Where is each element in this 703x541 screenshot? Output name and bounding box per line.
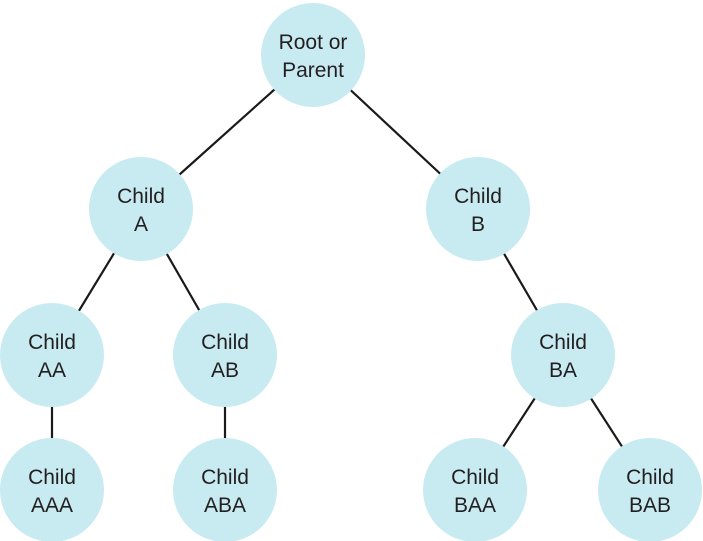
node-root-label-line-2: Parent — [282, 59, 344, 82]
node-child-ba-label-line-2: BA — [549, 359, 577, 382]
node-child-bab-circle — [598, 438, 702, 541]
node-child-aba-label-line-1: Child — [201, 466, 249, 489]
node-child-ba-label-line-1: Child — [539, 331, 587, 354]
node-root-label-line-1: Root or — [279, 31, 348, 54]
node-child-aba-circle — [173, 438, 277, 541]
node-child-aa-circle — [0, 303, 104, 407]
node-child-bab-label-line-1: Child — [626, 466, 674, 489]
node-child-baa-label-line-2: BAA — [454, 494, 496, 517]
node-child-ba-circle — [511, 303, 615, 407]
node-child-baa-label-line-1: Child — [451, 466, 499, 489]
node-child-bab-label-line-2: BAB — [629, 494, 671, 517]
node-child-aba-label-line-2: ABA — [204, 494, 246, 517]
node-child-aaa-label-line-2: AAA — [31, 494, 73, 517]
node-child-b-circle — [426, 157, 530, 261]
node-child-baa-circle — [423, 438, 527, 541]
node-child-a-label-line-1: Child — [117, 185, 165, 208]
node-root: Root or Parent — [261, 3, 365, 107]
node-child-aa-label-line-2: AA — [38, 359, 66, 382]
node-child-aa-label-line-1: Child — [28, 331, 76, 354]
node-child-aaa-label-line-1: Child — [28, 466, 76, 489]
node-child-ab-circle — [173, 303, 277, 407]
node-child-a-circle — [89, 157, 193, 261]
node-child-aaa-circle — [0, 438, 104, 541]
node-child-a-label-line-2: A — [134, 213, 148, 236]
node-root-circle — [261, 3, 365, 107]
node-child-ab-label-line-2: AB — [211, 359, 239, 382]
node-child-b-label-line-1: Child — [454, 185, 502, 208]
node-child-b-label-line-2: B — [471, 213, 485, 236]
node-root-label: Root or Parent — [279, 31, 348, 82]
node-child-ab-label-line-1: Child — [201, 331, 249, 354]
edges-layer — [50, 54, 651, 491]
